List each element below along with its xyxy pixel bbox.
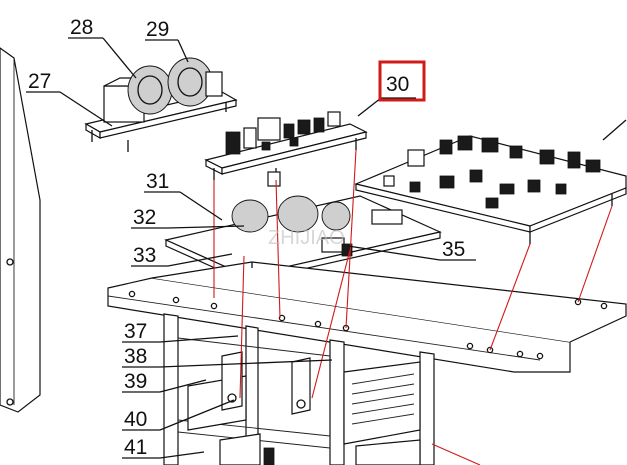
side-panel — [0, 47, 41, 413]
transformer-board — [84, 57, 238, 152]
frame-structure — [163, 313, 435, 465]
callout-31: 31 — [146, 170, 169, 193]
callout-29: 29 — [146, 18, 169, 41]
callout-28: 28 — [70, 16, 93, 39]
assembly-lines — [213, 149, 613, 465]
callout-41: 41 — [124, 436, 147, 459]
main-board — [354, 119, 627, 244]
callout-38: 38 — [124, 345, 147, 368]
frame-beam — [107, 261, 627, 373]
highlight-box — [378, 60, 426, 102]
callout-27: 27 — [28, 70, 51, 93]
callout-30: 30 — [386, 73, 409, 96]
control-board-30 — [204, 111, 368, 180]
callout-33: 33 — [133, 244, 156, 267]
callout-35: 35 — [442, 238, 465, 261]
faint-watermark: ZHIJIAO — [268, 227, 345, 249]
callout-32: 32 — [133, 206, 156, 229]
callout-39: 39 — [124, 370, 147, 393]
callout-37: 37 — [124, 320, 147, 343]
callout-40: 40 — [124, 408, 147, 431]
leader-lines — [26, 37, 476, 459]
